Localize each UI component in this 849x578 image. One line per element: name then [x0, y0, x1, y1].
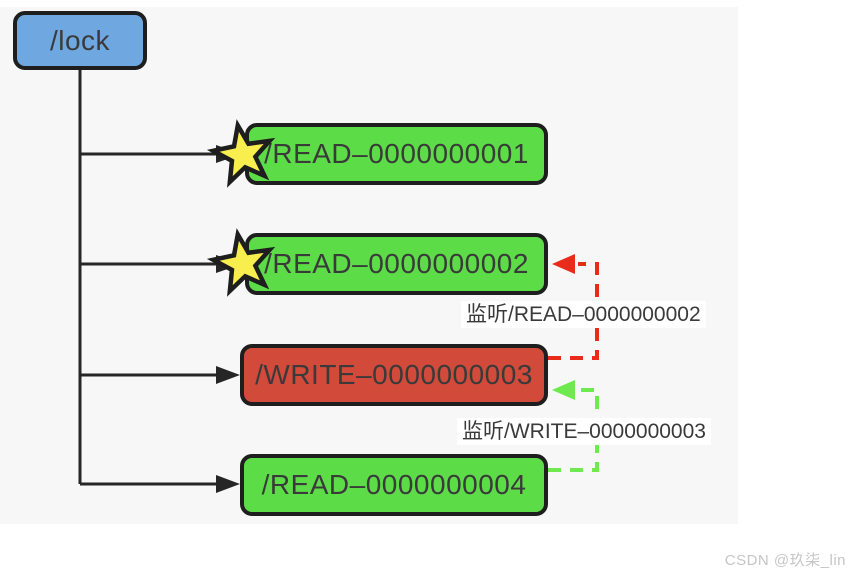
watch-label-read2: 监听/READ–0000000002 [461, 301, 706, 328]
znode-label: /READ–0000000004 [261, 469, 527, 500]
watch-label-write3: 监听/WRITE–0000000003 [457, 418, 711, 445]
znode-lock-root: /lock [13, 11, 147, 70]
znode-label: /READ–0000000001 [264, 138, 529, 169]
znode-label: /READ–0000000002 [264, 248, 529, 279]
znode-read-0000000004: /READ–0000000004 [240, 454, 548, 516]
znode-label: /WRITE–0000000003 [255, 359, 533, 390]
znode-read-0000000001: /READ–0000000001 [245, 123, 548, 185]
znode-read-0000000002: /READ–0000000002 [245, 233, 548, 295]
csdn-watermark: CSDN @玖柒_lin [724, 552, 846, 569]
znode-write-0000000003: /WRITE–0000000003 [240, 344, 548, 406]
znode-label: /lock [49, 24, 111, 56]
